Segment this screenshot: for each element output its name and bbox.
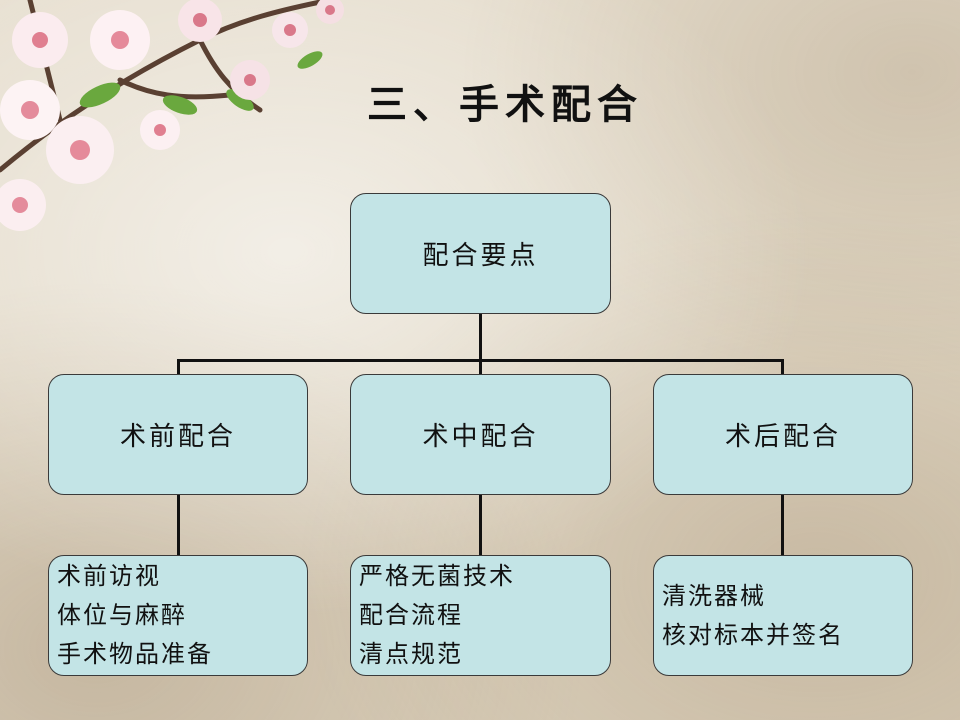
list-item: 清洗器械 [662, 581, 766, 610]
connector-root-down [479, 313, 482, 361]
list-item: 手术物品准备 [57, 640, 213, 668]
root-node: 配合要点 [350, 193, 611, 314]
node-postop-details: 清洗器械 核对标本并签名 [653, 555, 913, 676]
list-item: 核对标本并签名 [662, 620, 844, 649]
page-title: 三、手术配合 [367, 81, 643, 128]
list-item: 术前访视 [57, 562, 161, 590]
list-item: 严格无菌技术 [359, 562, 515, 590]
connector-right-drop [781, 359, 784, 374]
connector-middle-drop [479, 359, 482, 374]
node-intraop-details: 严格无菌技术 配合流程 清点规范 [350, 555, 611, 676]
node-preop: 术前配合 [48, 374, 308, 495]
node-postop: 术后配合 [653, 374, 913, 495]
connector-left-drop [177, 359, 180, 374]
connector-middle-child [479, 494, 482, 555]
cherry-blossom-decoration [0, 0, 344, 231]
list-item: 体位与麻醉 [57, 601, 187, 629]
node-intraop: 术中配合 [350, 374, 611, 495]
list-item: 配合流程 [359, 601, 463, 629]
connector-right-child [781, 494, 784, 555]
node-preop-details: 术前访视 体位与麻醉 手术物品准备 [48, 555, 308, 676]
connector-left-child [177, 494, 180, 555]
list-item: 清点规范 [359, 640, 463, 668]
